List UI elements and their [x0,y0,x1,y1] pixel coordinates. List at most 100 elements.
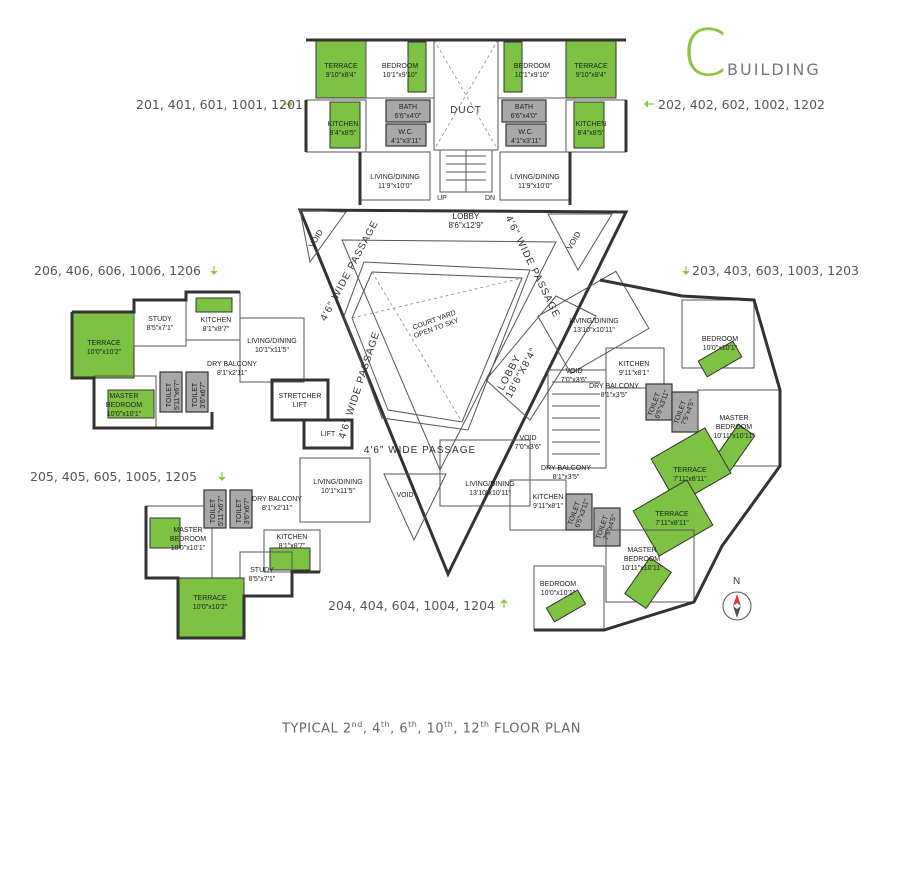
right-units [439,270,782,632]
dn-label: DN [485,195,495,202]
living-tr-size: 11'9"x10'0" [518,183,552,190]
master-ur-name-1: MASTER [719,415,748,422]
terrace-lr-size: 7'11"x8'11" [655,520,689,527]
kitchen-lr-size: 9'11"x8'1" [533,503,564,510]
terrace-ul-size: 10'0"x10'2" [87,349,122,356]
study-ul-size: 8'5"x7'1" [147,325,174,332]
terrace-tr-name: TERRACE [574,63,608,70]
living-ll [299,457,371,523]
lobby-top-size: 8'6"x12'9" [449,221,484,230]
passage-bottom: 4'6" WIDE PASSAGE [364,445,476,456]
caption-part: , 12 [453,721,481,737]
kitchen-ur-size: 9'11"x8'1" [619,370,650,377]
bath-tl-size: 6'6"x4'0" [395,113,422,120]
living-ur-size: 13'10"x10'11" [573,327,615,334]
toilet-ul-a-size: 5'11"x6'7" [174,379,181,410]
kitchen-tr-strip [573,101,605,149]
toilet-ul-a-name: TOILET [166,382,173,407]
living-ul-size: 10'1"x11'5" [255,347,289,354]
toilet-ul-b-name: TOILET [192,382,199,407]
living-lr-name: LIVING/DINING [465,481,514,488]
drybalc-ll-name: DRY BALCONY [252,496,302,503]
master-lr-name-1: MASTER [627,547,656,554]
master-ul-window [107,389,155,419]
bedroom-tl-size: 10'1"x9'10" [383,72,418,79]
bedroom-lr-window [545,589,587,623]
caption-part: , 10 [417,721,445,737]
unit-label-top-right: 202, 402, 602, 1002, 1202 [658,97,825,112]
passage-left-lower: 4'6" WIDE PASSAGE [337,330,382,440]
drybalc-lr-name: DRY BALCONY [541,465,591,472]
bedroom-tr-window [503,41,523,93]
kitchen-tl-size: 8'4"x8'5" [330,130,357,137]
toilet-ul-b-size: 3'6"x6'7" [200,381,207,408]
toilet-ul-a [159,371,183,413]
up-label: UP [437,195,447,202]
unit-label-mid-left-upper: 206, 406, 606, 1006, 1206 [34,263,201,278]
master-ur-name-2: BEDROOM [716,424,752,431]
caption-sup: th [444,720,454,729]
master-ll-window [149,517,181,549]
arrow-left-icon [644,100,654,108]
study-ll-size: 8'5"x7'1" [249,576,276,583]
terrace-ll-size: 10'0"x10'2" [193,604,228,611]
living-tl-size: 11'9"x10'0" [378,183,412,190]
arrow-down-icon [682,266,690,275]
terrace-tl-size: 9'10"x8'4" [326,72,357,79]
study-ul-name: STUDY [148,316,172,323]
master-ul-name-2: BEDROOM [106,402,142,409]
master-ur-size: 10'11"x10'11" [713,433,755,440]
wc-tr [505,123,547,147]
void-bottom-name: VOID [396,492,413,499]
terrace-tl-name: TERRACE [324,63,358,70]
bath-tl [385,99,431,123]
kitchen-ll-strip [269,547,311,571]
unit-label-mid-left-lower: 205, 405, 605, 1005, 1205 [30,469,197,484]
terrace-tr [565,39,617,99]
arrow-down-icon [218,472,226,481]
courtyard [343,261,531,431]
compass: N [720,576,754,624]
living-ur [537,270,650,375]
caption-part: , 4 [362,721,381,737]
building-letter: C [682,17,727,91]
bath-tr [501,99,547,123]
living-lr [439,439,531,507]
void-upper-right-name: VOID [565,230,583,252]
kitchen-ul-size: 8'1"x8'7" [203,326,230,333]
master-ul-size: 10'0"x10'1" [107,411,142,418]
terrace-ul-name: TERRACE [87,340,121,347]
caption-sup: nd [351,720,363,729]
terrace-ur [650,427,732,505]
lower-left-unit [144,457,371,640]
kitchen-tr-size: 8'4"x8'5" [578,130,605,137]
drybalc-ur-size: 8'1"x3'5" [601,392,628,399]
compass-north-label: N [733,576,741,587]
kitchen-ll-size: 8'1"x8'7" [279,543,306,550]
living-tr-name: LIVING/DINING [510,174,559,181]
terrace-tr-size: 9'10"x8'4" [576,72,607,79]
kitchen-tl-strip [329,101,361,149]
toilet-lr-a [565,493,593,531]
living-ll-name: LIVING/DINING [313,479,362,486]
study-ll-name: STUDY [250,567,274,574]
drybalc-lr-size: 8'1"x3'5" [553,474,580,481]
lift [302,418,354,450]
caption-sup: th [380,720,391,729]
stair-right [547,369,607,469]
toilet-ur-a [645,383,673,421]
kitchen-ur [605,347,665,389]
bath-tr-name: BATH [515,104,533,111]
bedroom-lr-size: 10'0"x10'1" [541,590,576,597]
toilet-ur-b [671,391,699,433]
building-word: BUILDING [727,60,821,79]
compass-rose-icon [722,591,752,621]
void-upper-left-area [299,209,347,264]
master-ul-name-1: MASTER [109,393,138,400]
toilet-ll-b-name: TOILET [236,498,243,523]
terrace-tl [315,39,367,99]
lobby-top-name: LOBBY [453,212,480,221]
bedroom-tl-name: BEDROOM [382,63,418,70]
toilet-ll-a-name: TOILET [210,498,217,523]
